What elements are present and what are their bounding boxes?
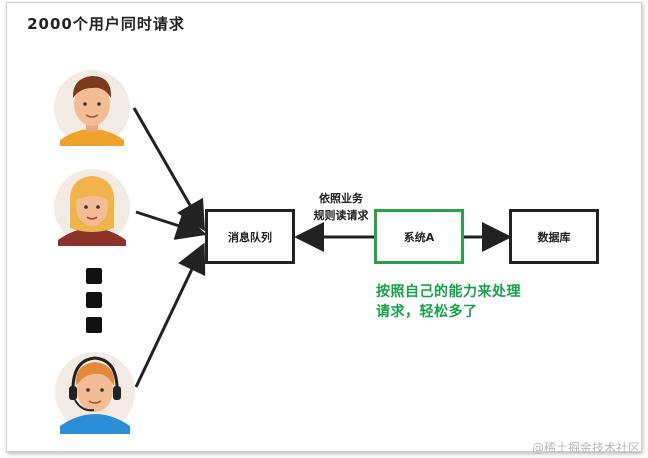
node-system-a-label: 系统A (403, 230, 435, 244)
node-database-label: 数据库 (537, 230, 571, 244)
node-message-queue: 消息队列 (205, 209, 295, 264)
node-database: 数据库 (509, 209, 599, 264)
user-avatar-support (55, 352, 135, 434)
node-message-queue-label: 消息队列 (228, 230, 272, 244)
node-system-a: 系统A (374, 209, 464, 264)
edge-label-read-requests: 依照业务 规则读请求 (313, 192, 369, 222)
arrow-user1-to-queue (132, 107, 205, 232)
user-avatar-female (54, 169, 130, 246)
note-process-capacity: 按照自己的能力来处理 请求，轻松多了 (376, 284, 521, 320)
arrow-user3-to-queue (134, 242, 206, 388)
arrow-user2-to-queue (135, 210, 207, 240)
ellipsis-more-users (86, 268, 102, 333)
user-avatar-male (54, 70, 130, 146)
diagram-title: 2000个用户同时请求 (27, 15, 185, 33)
watermark: @稀土掘金技术社区 (531, 441, 640, 455)
